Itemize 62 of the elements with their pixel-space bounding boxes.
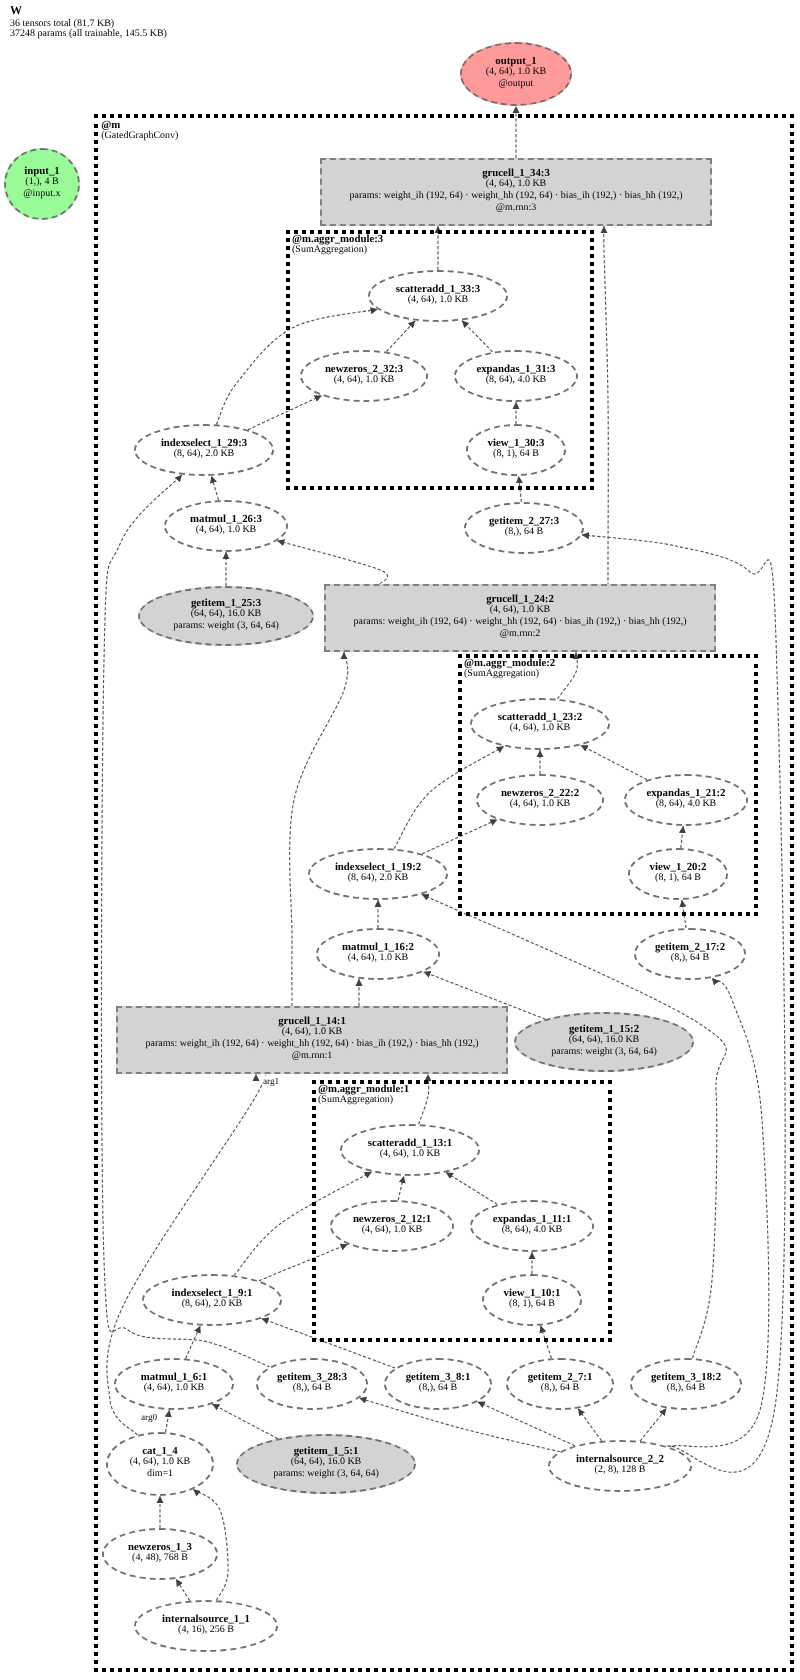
arrow (422, 970, 547, 1020)
arrow (164, 1409, 172, 1433)
arrow (215, 307, 379, 425)
arrow (175, 1578, 191, 1602)
module-call-box (324, 584, 716, 652)
arrow (210, 475, 220, 501)
arrow (358, 1396, 561, 1453)
operation-node (256, 1358, 368, 1410)
module-call-box (116, 1006, 508, 1074)
arrow (185, 1325, 201, 1360)
arrow (385, 320, 416, 353)
module-cluster (94, 114, 794, 1672)
operation-node (102, 1528, 218, 1580)
arrow (106, 1071, 267, 1436)
module-cluster (458, 654, 758, 916)
arrow (580, 744, 648, 781)
arrow (289, 651, 349, 1007)
arrow (528, 1251, 536, 1275)
arrow (260, 1317, 396, 1369)
operation-node (142, 1274, 282, 1326)
arrow (536, 749, 544, 775)
arrow (222, 551, 230, 587)
module-call-box (320, 158, 712, 226)
arrow (247, 395, 323, 431)
parameter-node (514, 1012, 694, 1072)
arrow (512, 401, 520, 425)
arrow (355, 978, 363, 1007)
arrow (233, 1171, 373, 1276)
operation-node (368, 270, 508, 322)
arrow (556, 651, 581, 700)
arrow (445, 1171, 498, 1205)
module-cluster (286, 230, 594, 490)
arrow (421, 818, 498, 855)
arrow (156, 1495, 164, 1529)
operation-node (384, 1358, 492, 1410)
arrow (667, 977, 770, 1448)
arrow (600, 225, 609, 585)
arrow (276, 539, 389, 585)
arrow (512, 105, 520, 159)
arrow (679, 899, 687, 929)
arrow (515, 475, 523, 503)
arrow (418, 1073, 432, 1125)
arrow (539, 1325, 552, 1359)
arrow (393, 745, 505, 850)
module-cluster (312, 1080, 612, 1342)
arrow (639, 1407, 667, 1442)
arrow (577, 1407, 603, 1442)
input-node (4, 148, 80, 220)
arrow (581, 532, 786, 1473)
operation-node (164, 500, 288, 552)
arrow (211, 1403, 279, 1440)
arrow (397, 1175, 406, 1201)
arrow (678, 825, 686, 849)
operation-node (624, 774, 748, 826)
arrow (374, 899, 382, 929)
arrow (192, 1488, 229, 1601)
arrow (421, 893, 727, 1359)
arrow (434, 225, 442, 271)
arrow (476, 1401, 576, 1447)
output-node (460, 42, 572, 106)
arrow (461, 319, 494, 353)
arrow (258, 1243, 349, 1282)
